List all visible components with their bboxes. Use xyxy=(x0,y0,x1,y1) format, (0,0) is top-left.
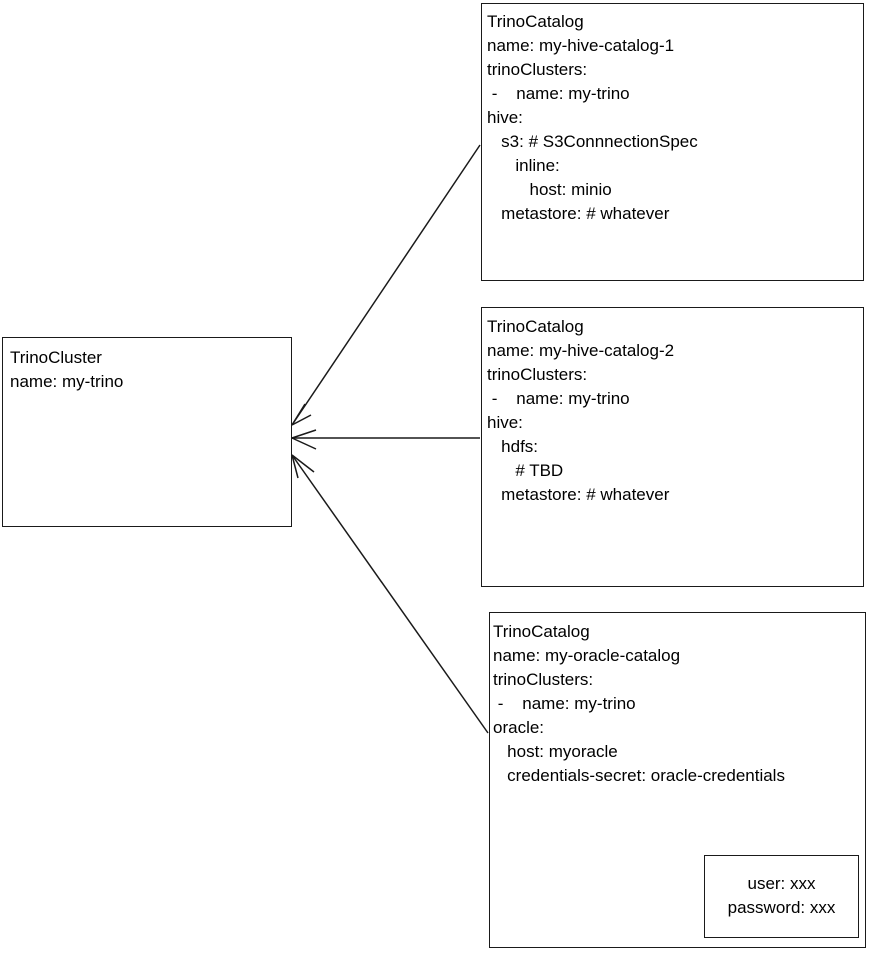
trino-catalog-box-hive-1[interactable]: TrinoCatalog name: my-hive-catalog-1 tri… xyxy=(481,3,864,281)
trino-catalog-1-text: TrinoCatalog name: my-hive-catalog-1 tri… xyxy=(487,12,698,223)
trino-cluster-box[interactable]: TrinoCluster name: my-trino xyxy=(2,337,292,527)
edge-catalog3-to-cluster xyxy=(291,454,489,734)
edge-catalog1-to-cluster xyxy=(291,144,481,426)
trino-cluster-text: TrinoCluster name: my-trino xyxy=(10,348,124,391)
secret-password-line: password: xxx xyxy=(727,898,836,917)
trino-catalog-box-oracle[interactable]: TrinoCatalog name: my-oracle-catalog tri… xyxy=(489,612,866,948)
trino-catalog-3-text: TrinoCatalog name: my-oracle-catalog tri… xyxy=(493,622,785,785)
edge-catalog2-to-cluster xyxy=(291,429,480,450)
secret-user-line: user: xxx xyxy=(747,874,816,893)
trino-catalog-box-hive-2[interactable]: TrinoCatalog name: my-hive-catalog-2 tri… xyxy=(481,307,864,587)
trino-catalog-2-text: TrinoCatalog name: my-hive-catalog-2 tri… xyxy=(487,317,675,504)
oracle-credentials-secret-box[interactable]: user: xxx password: xxx xyxy=(704,855,859,938)
